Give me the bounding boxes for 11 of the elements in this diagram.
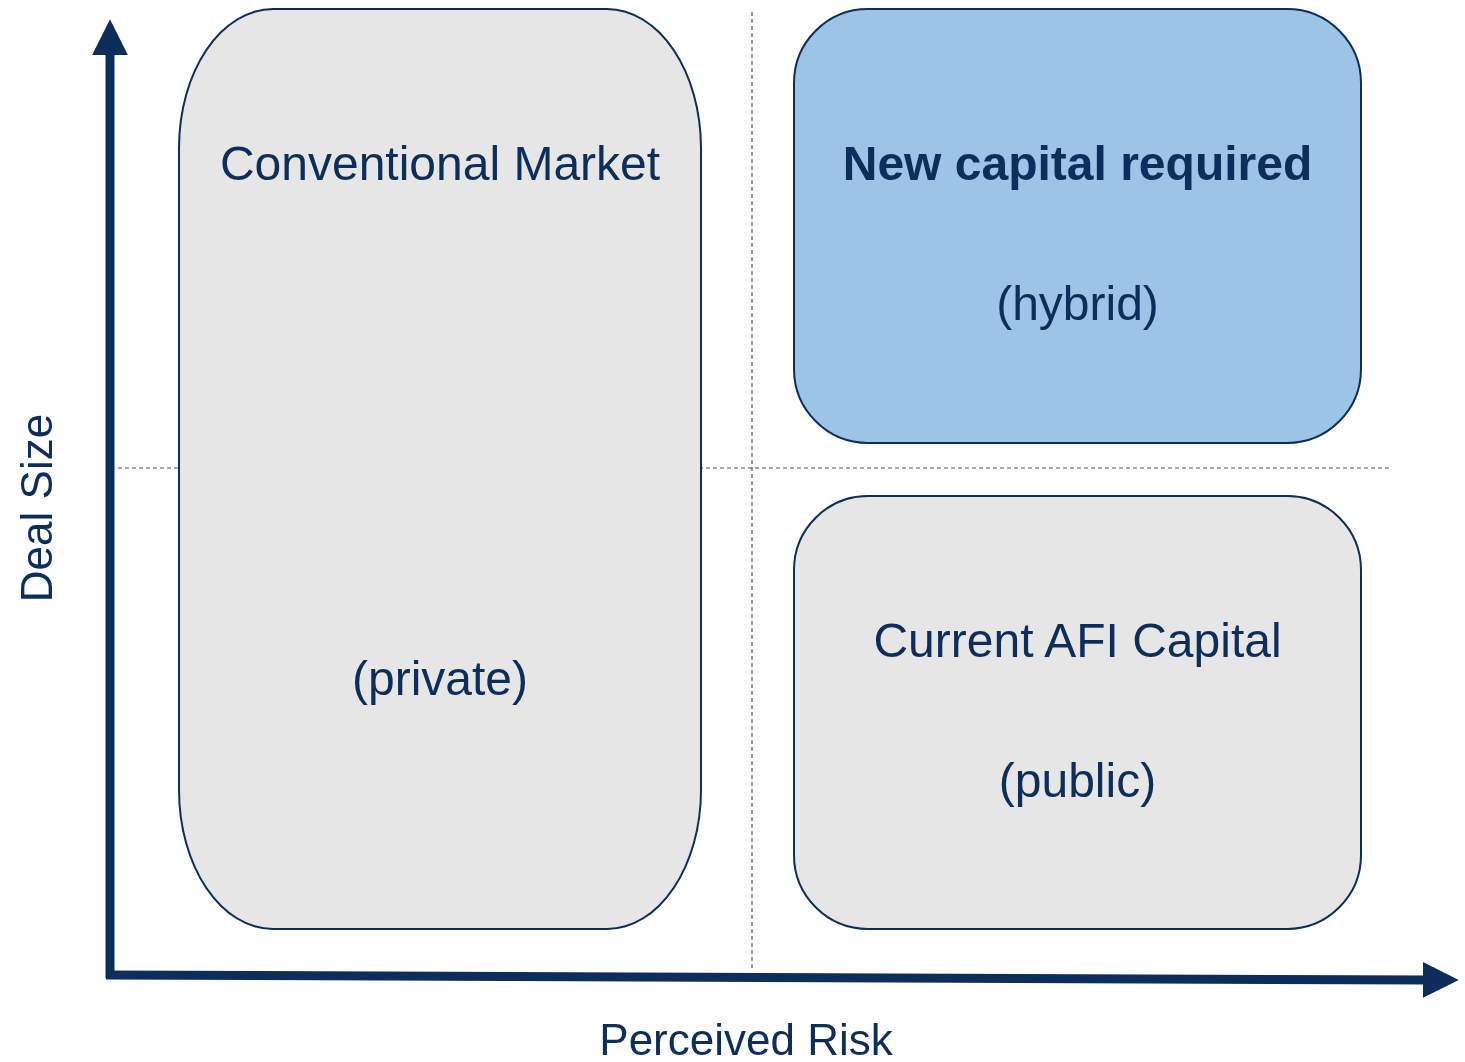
quadrant-box [793,495,1362,930]
subtitle-text: (private) [351,652,528,705]
heading-text: Conventional Market [219,137,661,190]
heading-text: New capital required [842,137,1313,190]
x-axis-label: Perceived Risk [599,1015,893,1062]
y-axis-label: Deal Size [12,413,62,603]
subtitle-text: (hybrid) [996,277,1159,330]
heading-text: Current AFI Capital [873,614,1282,667]
quadrant-box [178,8,702,930]
subtitle-text: (public) [998,754,1157,807]
quadrant-box [793,8,1362,444]
